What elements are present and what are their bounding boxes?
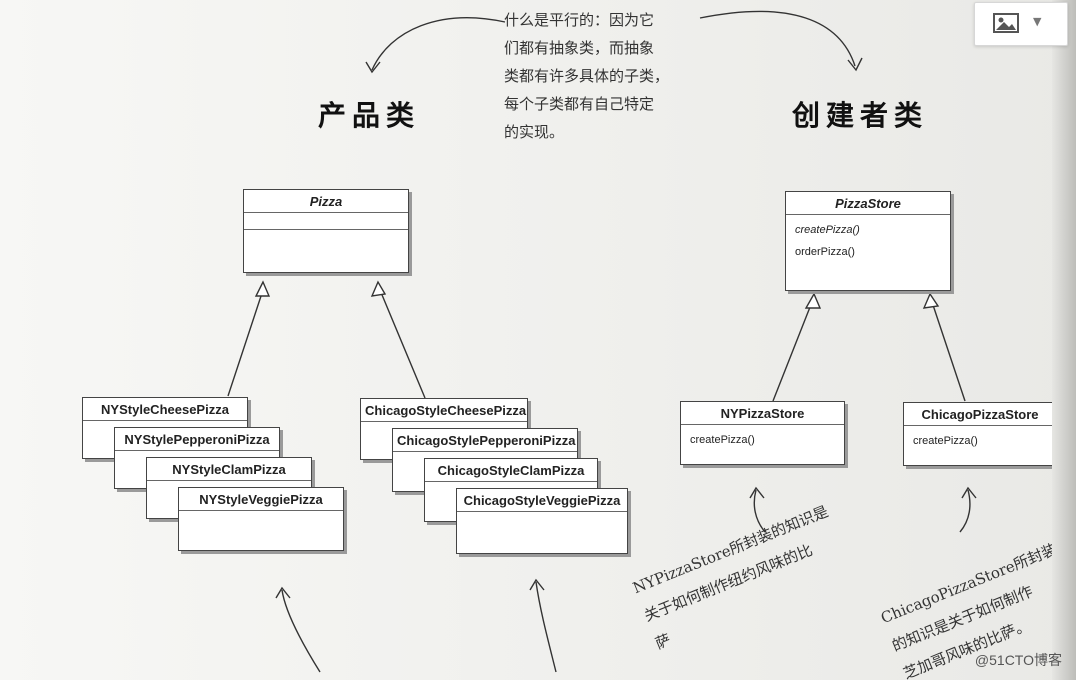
chicagopizzastore-class: ChicagoPizzaStore createPizza() [903,402,1057,466]
image-icon[interactable] [993,13,1019,33]
chevron-down-icon[interactable]: ▼ [1033,15,1042,28]
class-name: NYPizzaStore [681,402,844,425]
class-name: ChicagoStylePepperoniPizza [393,429,577,452]
pizzastore-class: PizzaStore createPizza() orderPizza() [785,191,951,291]
products-heading: 产品类 [318,99,421,132]
ny-veggie-pizza-class: NYStyleVeggiePizza [178,487,344,551]
class-name: ChicagoPizzaStore [904,403,1056,426]
nypizzastore-class: NYPizzaStore createPizza() [680,401,845,465]
parallel-note: 什么是平行的：因为它 们都有抽象类，而抽象 类都有许多具体的子类， 每个子类都有… [504,11,670,141]
method: createPizza() [690,434,755,446]
class-name: NYStylePepperoniPizza [115,428,279,451]
creators-heading: 创建者类 [792,99,929,132]
page-edge [1052,0,1076,680]
class-name: NYStyleClamPizza [147,458,311,481]
class-name: ChicagoStyleClamPizza [425,459,597,482]
method: createPizza() [913,435,978,447]
pizzastore-methods: createPizza() orderPizza() [786,215,950,267]
chicago-veggie-pizza-class: ChicagoStyleVeggiePizza [456,488,628,554]
class-name: ChicagoStyleCheesePizza [361,399,527,422]
method: orderPizza() [795,246,855,258]
watermark: @51CTO博客 [974,652,1062,668]
class-name: NYStyleVeggiePizza [179,488,343,511]
class-name: NYStyleCheesePizza [83,398,247,421]
pizza-class-name: Pizza [244,190,408,213]
pizza-class: Pizza [243,189,409,273]
class-name: ChicagoStyleVeggiePizza [457,489,627,512]
method: createPizza() [795,224,860,236]
pizzastore-class-name: PizzaStore [786,192,950,215]
image-toolbar[interactable]: ▼ [974,2,1068,46]
